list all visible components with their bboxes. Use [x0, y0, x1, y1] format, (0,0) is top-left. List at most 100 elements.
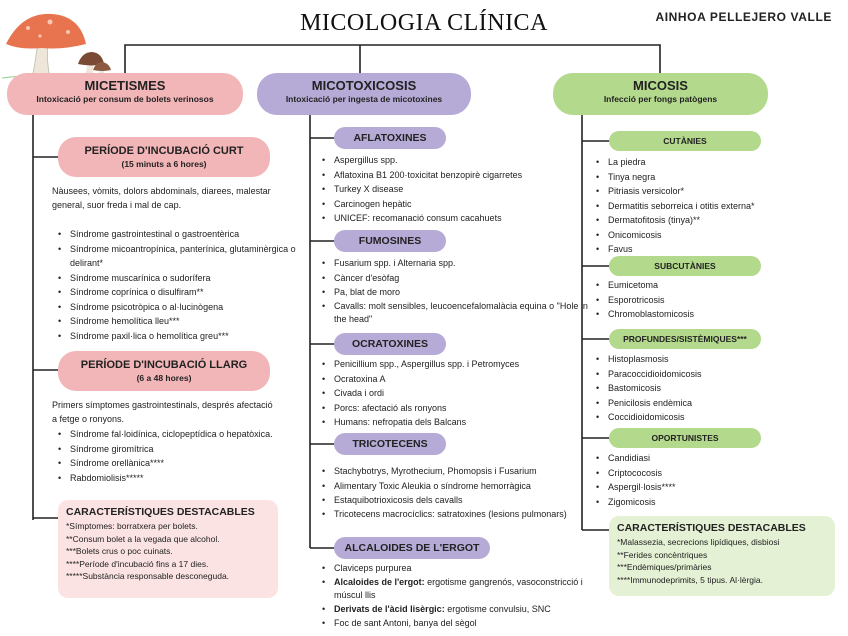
note-line: *****Substància responsable desconeguda.: [66, 571, 230, 581]
group-alcaloides-ergot: ALCALOIDES DE L'ERGOT: [334, 537, 490, 559]
incubacio-llarg-subtitle: (6 a 48 hores): [136, 373, 192, 383]
item-text: ergotisme gangrenós, vasoconstricció i m…: [334, 576, 583, 600]
list-item: Aspergil·losis****: [596, 480, 848, 495]
list-item: UNICEF: recomanació consum cacahuets: [322, 211, 596, 226]
group-profundes-sistemiques: PROFUNDES/SISTÈMIQUES***: [609, 329, 761, 349]
item-text: ergotisme convulsiu, SNC: [444, 603, 551, 614]
list-item: Síndrome paxil·lica o hemolítica greu***: [58, 329, 298, 344]
list-item: Criptococosis: [596, 466, 848, 481]
list-item: Fusarium spp. i Alternaria spp.: [322, 256, 596, 271]
subcutanies-list: Eumicetoma Esporotricosis Chromoblastomi…: [590, 278, 848, 322]
list-item: Favus: [596, 242, 848, 257]
list-item: Civada i ordi: [322, 386, 596, 401]
list-item: Turkey X disease: [322, 182, 596, 197]
incubacio-llarg-description: Primers símptomes gastrointestinals, des…: [52, 400, 273, 424]
group-subcutanies: SUBCUTÀNIES: [609, 256, 761, 276]
note-line: **Ferides concèntriques: [617, 549, 708, 560]
list-item: Cavalls: molt sensibles, leucoencefaloma…: [322, 300, 596, 326]
list-item: Síndrome psicotròpica o al·lucinògena: [58, 300, 298, 315]
list-item: Càncer d'esòfag: [322, 271, 596, 286]
tricotecens-list: Stachybotrys, Myrothecium, Phomopsis i F…: [316, 464, 596, 521]
incubacio-llarg-list: Síndrome fal·loidínica, ciclopeptídica o…: [52, 427, 288, 485]
list-item: Eumicetoma: [596, 278, 848, 293]
list-item: Rabdomiolisis*****: [58, 471, 288, 486]
list-item: Coccidioidomicosis: [596, 410, 848, 425]
list-item: Penicilosis endèmica: [596, 396, 848, 411]
note-line: ***Bolets crus o poc cuinats.: [66, 546, 173, 556]
incubacio-curt-header: PERÍODE D'INCUBACIÓ CURT (15 minuts a 6 …: [58, 137, 270, 177]
list-item: Síndrome giromítrica: [58, 442, 288, 457]
micotoxicosis-title: MICOTOXICOSIS: [311, 78, 417, 93]
list-item: Síndrome muscarínica o sudorífera: [58, 271, 298, 286]
item-bold-label: Alcaloides de l'ergot:: [334, 576, 425, 587]
list-item: Síndrome fal·loidínica, ciclopeptídica o…: [58, 427, 288, 442]
list-item: Esporotricosis: [596, 293, 848, 308]
list-item: Candidiasi: [596, 451, 848, 466]
micetismes-notes: CARACTERÍSTIQUES DESTACABLES *Símptomes:…: [58, 500, 278, 598]
note-line: ***Endèmiques/primàries: [617, 562, 712, 572]
note-line: **Consum bolet a la vegada que alcohol.: [66, 533, 220, 544]
author-name: AINHOA PELLEJERO VALLE: [655, 10, 832, 24]
list-item: Alimentary Toxic Aleukia o síndrome hemo…: [322, 479, 596, 494]
incubacio-llarg-title: PERÍODE D'INCUBACIÓ LLARG: [80, 359, 248, 371]
incubacio-llarg-header: PERÍODE D'INCUBACIÓ LLARG (6 a 48 hores): [58, 351, 270, 391]
group-oportunistes: OPORTUNISTES: [609, 428, 761, 448]
group-aflatoxines: AFLATOXINES: [334, 127, 446, 149]
list-item: Ocratoxina A: [322, 372, 596, 387]
list-item: Síndrome gastrointestinal o gastroentèri…: [58, 227, 298, 242]
list-item: Aspergillus spp.: [322, 153, 596, 168]
list-item: Tricotecens macrocíclics: satratoxines (…: [322, 508, 596, 521]
list-item: Pa, blat de moro: [322, 285, 596, 300]
micotoxicosis-subtitle: Intoxicació per ingesta de micotoxines: [285, 94, 443, 104]
micosis-notes: CARACTERÍSTIQUES DESTACABLES *Malassezia…: [609, 516, 835, 596]
aflatoxines-list: Aspergillus spp. Aflatoxina B1 200·toxic…: [316, 153, 596, 226]
list-item: Derivats de l'àcid lisèrgic: ergotisme c…: [322, 602, 604, 617]
oportunistes-list: Candidiasi Criptococosis Aspergil·losis*…: [590, 451, 848, 509]
list-item: Síndrome orellànica****: [58, 456, 288, 471]
cutanies-list: La piedra Tinya negra Pitriasis versicol…: [590, 155, 848, 257]
list-item: Penicillium spp., Aspergillus spp. i Pet…: [322, 357, 596, 372]
list-item: Paracoccidioidomicosis: [596, 367, 848, 382]
list-item: Alcaloides de l'ergot: ergotisme gangren…: [322, 576, 604, 602]
list-item: Chromoblastomicosis: [596, 307, 848, 322]
note-line: *Símptomes: borratxera per bolets.: [66, 521, 198, 531]
list-item: Aflatoxina B1 200·toxicitat benzopirè ci…: [322, 168, 596, 183]
micosis-notes-title: CARACTERÍSTIQUES DESTACABLES: [617, 522, 806, 534]
list-item: Síndrome micoantropínica, panterínica, g…: [58, 242, 298, 271]
page-title: MICOLOGIA CLÍNICA: [300, 10, 548, 36]
item-bold-label: Derivats de l'àcid lisèrgic:: [334, 603, 445, 614]
micosis-subtitle: Infecció per fongs patògens: [603, 94, 718, 104]
micotoxicosis-header: MICOTOXICOSIS Intoxicació per ingesta de…: [257, 73, 471, 115]
group-cutanies: CUTÀNIES: [609, 131, 761, 151]
group-ocratoxines: OCRATOXINES: [334, 333, 446, 355]
note-line: ****Període d'incubació fins a 17 dies.: [66, 558, 209, 569]
incubacio-curt-title: PERÍODE D'INCUBACIÓ CURT: [84, 145, 244, 157]
list-item: Zigomicosis: [596, 495, 848, 510]
list-item: Foc de sant Antoni, banya del sègol: [322, 616, 604, 631]
list-item: Porcs: afectació als ronyons: [322, 401, 596, 416]
list-item: Carcinogen hepàtic: [322, 197, 596, 212]
list-item: Dermatofitosis (tinya)**: [596, 213, 848, 228]
list-item: Onicomicosis: [596, 228, 848, 243]
fumosines-list: Fusarium spp. i Alternaria spp. Càncer d…: [316, 256, 596, 326]
micetismes-notes-title: CARACTERÍSTIQUES DESTACABLES: [66, 506, 255, 518]
micetismes-title: MICETISMES: [84, 78, 166, 93]
micetismes-header: MICETISMES Intoxicació per consum de bol…: [7, 73, 243, 115]
group-tricotecens: TRICOTECENS: [334, 433, 446, 455]
group-fumosines: FUMOSINES: [334, 230, 446, 252]
incubacio-curt-subtitle: (15 minuts a 6 hores): [121, 159, 207, 169]
note-line: ****Immunodeprimits, 5 tipus. Al·lèrgia.: [617, 574, 763, 585]
alcaloides-list: Claviceps purpurea Alcaloides de l'ergot…: [316, 561, 604, 631]
incubacio-curt-description: Nàusees, vòmits, dolors abdominals, diar…: [52, 186, 271, 210]
micosis-header: MICOSIS Infecció per fongs patògens: [553, 73, 768, 115]
profundes-list: Histoplasmosis Paracoccidioidomicosis Ba…: [590, 352, 848, 425]
list-item: Histoplasmosis: [596, 352, 848, 367]
list-item: Bastomicosis: [596, 381, 848, 396]
list-item: La piedra: [596, 155, 848, 170]
list-item: Pitriasis versicolor*: [596, 184, 848, 199]
micosis-title: MICOSIS: [633, 78, 688, 93]
list-item: Tinya negra: [596, 170, 848, 185]
list-item: Síndrome hemolítica lleu***: [58, 314, 298, 329]
note-line: *Malassezia, secrecions lipídiques, disb…: [617, 537, 780, 547]
micetismes-subtitle: Intoxicació per consum de bolets verinos…: [36, 94, 214, 104]
